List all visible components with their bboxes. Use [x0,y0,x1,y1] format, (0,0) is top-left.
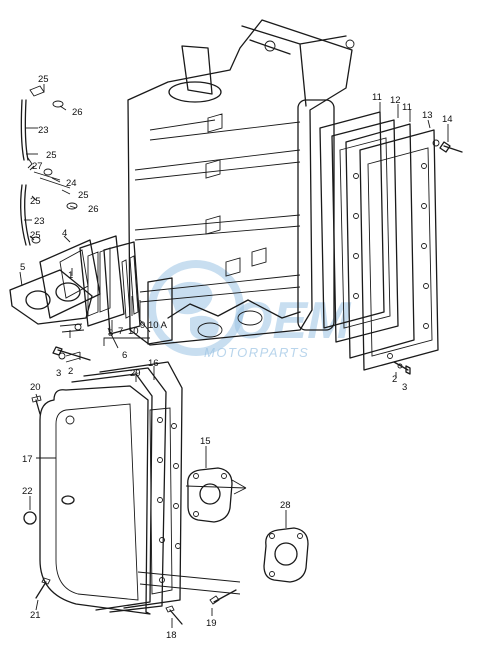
label-9: 9 [140,320,145,331]
label-23: 23 [38,125,49,136]
label-6: 6 [122,350,127,361]
bolt-19 [209,589,237,605]
label-19: 19 [206,618,217,629]
hoses [20,85,78,246]
label-28: 28 [280,500,291,511]
label-25: 25 [78,190,89,201]
bolt-2-3-right [393,361,411,375]
watermark-sub: MOTORPARTS [204,345,309,360]
label-24: 24 [66,178,77,189]
label-8: 8 [108,328,113,339]
label-26: 26 [88,204,99,215]
label-11: 11 [372,92,382,103]
label-10a: 10 A [148,320,168,331]
leader-lines [19,84,449,628]
part-labels: 25 26 23 25 27 24 25 25 26 23 25 4 5 1 8… [20,74,453,641]
label-20: 20 [30,382,41,393]
label-10: 10 [128,326,139,337]
label-29: 29 [130,368,141,379]
label-16: 16 [148,358,159,369]
label-2: 2 [392,374,397,385]
gasket-28 [263,527,309,583]
label-25: 25 [46,150,57,161]
label-21: 21 [30,610,41,621]
label-3: 3 [402,382,407,393]
bolt-14 [432,139,463,153]
label-25: 25 [38,74,49,85]
label-4: 4 [62,228,67,239]
label-3: 3 [56,368,61,379]
label-13: 13 [422,110,433,121]
label-23: 23 [34,216,45,227]
thermostat-cover-15 [187,467,247,523]
label-26: 26 [72,107,83,118]
label-17: 17 [22,454,33,465]
label-15: 15 [200,436,211,447]
label-7: 7 [118,326,123,337]
grommet-22 [23,511,37,525]
bolt-21 [35,577,51,599]
label-2: 2 [68,366,73,377]
bolt-2-3-left [52,346,91,361]
label-25: 25 [30,230,41,241]
label-22: 22 [22,486,33,497]
label-1: 1 [68,270,73,281]
watermark-logo [148,260,244,356]
inner-gasket-stack [71,361,183,613]
label-14: 14 [442,114,453,125]
label-12: 12 [390,95,401,106]
reed-valve-assembly [9,235,173,363]
label-18: 18 [166,630,177,641]
engine-block [127,19,355,346]
label-27: 27 [32,161,43,172]
bolt-20 [31,395,42,415]
label-11: 11 [402,102,412,113]
outer-cover-17 [39,385,151,615]
label-25: 25 [30,196,41,207]
bolt-18 [165,605,183,625]
label-5: 5 [20,262,25,273]
exhaust-gasket-stack [319,111,439,371]
